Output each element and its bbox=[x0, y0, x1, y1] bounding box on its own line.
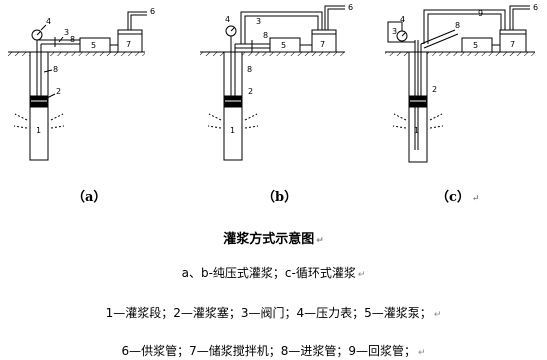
figure-title-text: 灌浆方式示意图 bbox=[223, 232, 315, 247]
callout-2-a: 2 bbox=[56, 87, 61, 96]
return-mark-icon: ↵ bbox=[471, 194, 480, 204]
caption-c-text: （c） bbox=[436, 190, 470, 205]
caption-b: （b） bbox=[262, 190, 298, 205]
return-mark-icon: ↵ bbox=[418, 348, 426, 358]
legend-line-1: 1—灌浆段；2—灌浆塞；3—阀门；4—压力表；5—灌浆泵；↵ bbox=[0, 304, 547, 321]
callout-5-b: 5 bbox=[281, 41, 286, 50]
borehole-b bbox=[223, 51, 243, 161]
callout-2-c: 2 bbox=[432, 85, 437, 94]
callout-1-b: 1 bbox=[230, 126, 235, 135]
callout-3-c: 3 bbox=[392, 27, 397, 36]
grout-mixer-b bbox=[311, 29, 337, 53]
callout-7-c: 7 bbox=[510, 40, 515, 49]
callout-6-b: 6 bbox=[348, 3, 353, 12]
callout-8-c: 8 bbox=[455, 21, 460, 30]
callout-8a-b: 8 bbox=[247, 65, 252, 74]
legend-line-2: 6—供浆管；7—储浆搅拌机；8—进浆管；9—回浆管；↵ bbox=[0, 342, 547, 359]
callout-6-c: 6 bbox=[533, 3, 538, 12]
callout-4-c: 4 bbox=[400, 15, 405, 24]
diagram-b bbox=[200, 5, 345, 161]
legend-line-2-text: 6—供浆管；7—储浆搅拌机；8—进浆管；9—回浆管； bbox=[121, 344, 416, 358]
return-mark-icon: ↵ bbox=[316, 236, 324, 246]
callout-5-a: 5 bbox=[91, 41, 96, 50]
callout-3-a: 3 bbox=[64, 28, 69, 37]
callout-8a-a: 8 bbox=[53, 65, 58, 74]
callout-7-b: 7 bbox=[320, 40, 325, 49]
callout-8-b: 8 bbox=[263, 31, 268, 40]
legend-line-1-text: 1—灌浆段；2—灌浆塞；3—阀门；4—压力表；5—灌浆泵； bbox=[105, 306, 432, 320]
return-mark-icon: ↵ bbox=[357, 270, 366, 280]
diagram-c bbox=[385, 5, 535, 163]
diagram-a bbox=[8, 11, 147, 161]
callout-4-b: 4 bbox=[225, 15, 230, 24]
subtitle-text: a、b-纯压式灌浆；c-循环式灌浆 bbox=[181, 266, 356, 280]
grouting-methods-diagram: 4 3 8 5 7 6 8 2 1 4 3 8 5 7 6 8 2 1 4 3 … bbox=[8, 3, 538, 163]
callout-7-a: 7 bbox=[126, 40, 131, 49]
caption-a: （a） bbox=[72, 190, 107, 205]
grout-mixer-a bbox=[117, 29, 143, 53]
callout-8-a: 8 bbox=[70, 35, 75, 44]
borehole-a bbox=[29, 51, 49, 161]
callout-1-c: 1 bbox=[414, 126, 419, 135]
callout-1-a: 1 bbox=[36, 126, 41, 135]
callout-4-a: 4 bbox=[46, 17, 51, 26]
return-mark-icon: ↵ bbox=[433, 310, 442, 320]
subtitle: a、b-纯压式灌浆；c-循环式灌浆↵ bbox=[0, 264, 547, 281]
callout-6-a: 6 bbox=[150, 7, 155, 16]
callout-3-b: 3 bbox=[256, 17, 261, 26]
callout-5-c: 5 bbox=[473, 41, 478, 50]
callout-2-b: 2 bbox=[248, 87, 253, 96]
caption-c: （c）↵ bbox=[436, 186, 479, 205]
figure-title: 灌浆方式示意图↵ bbox=[0, 228, 547, 247]
callout-9-c: 9 bbox=[478, 9, 483, 18]
